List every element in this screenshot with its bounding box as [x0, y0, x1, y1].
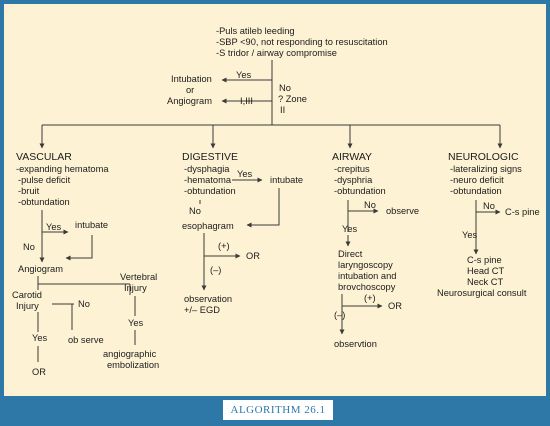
vascular-sign-4: -obtundation — [18, 197, 70, 207]
neurologic-sign-3: -obtundation — [450, 186, 502, 196]
airway-no-label: No — [364, 200, 376, 210]
vascular-intubate-return — [65, 235, 93, 261]
neurologic-result-3: Neck CT — [467, 277, 503, 287]
airway-direct-1: Direct — [338, 249, 363, 259]
airway-yes-label: Yes — [342, 224, 358, 234]
vascular-observe-label: ob serve — [68, 335, 104, 345]
airway-title: AIRWAY — [332, 151, 372, 163]
digestive-intubate-return — [246, 188, 280, 228]
top-criterion-1: -Puls atileb leeding — [216, 26, 295, 36]
or-label: or — [186, 85, 194, 95]
airway-sign-3: -obtundation — [334, 186, 386, 196]
carotid-or-label: OR — [32, 367, 46, 377]
zone-question-label: ? Zone — [278, 94, 307, 104]
top-criterion-3: -S tridor / airway compromise — [216, 48, 337, 58]
digestive-positive-label: (+) — [218, 241, 230, 251]
digestive-sign-3: -obtundation — [184, 186, 236, 196]
neurologic-result-4: Neurosurgical consult — [437, 288, 527, 298]
digestive-negative-label: (–) — [210, 265, 221, 275]
vertebral-label-2: Injury — [124, 283, 147, 293]
zone-ii-label: II — [280, 105, 285, 115]
vascular-sign-3: -bruit — [18, 186, 40, 196]
esophagram-label: esophagram — [182, 221, 234, 231]
top-yes-label: Yes — [236, 70, 252, 80]
vascular-sign-1: -expanding hematoma — [16, 164, 109, 174]
airway-observation-label: observtion — [334, 339, 377, 349]
neurologic-yes-label: Yes — [462, 230, 478, 240]
vascular-sign-2: -pulse deficit — [18, 175, 71, 185]
carotid-no-label: No — [78, 299, 90, 309]
intubation-label: Intubation — [171, 74, 212, 84]
angiogram-label: Angiogram — [167, 96, 212, 106]
observation-label: observation — [184, 294, 232, 304]
vascular-yes-label: Yes — [46, 222, 62, 232]
airway-sign-1: -crepitus — [334, 164, 370, 174]
top-no-label: No — [279, 83, 291, 93]
digestive-sign-2: -hematoma — [184, 175, 232, 185]
digestive-intubate-label: intubate — [270, 175, 303, 185]
diagram-panel — [4, 4, 546, 396]
neurologic-sign-1: -lateralizing signs — [450, 164, 522, 174]
top-criterion-2: -SBP <90, not responding to resuscitatio… — [216, 37, 388, 47]
digestive-yes-label: Yes — [237, 169, 253, 179]
digestive-sign-1: -dysphagia — [184, 164, 230, 174]
digestive-title: DIGESTIVE — [182, 151, 238, 163]
neurologic-no-label: No — [483, 201, 495, 211]
airway-direct-4: brovchoscopy — [338, 282, 396, 292]
vertebral-label-1: Vertebral — [120, 272, 157, 282]
egd-label: +/– EGD — [184, 305, 220, 315]
vascular-angiogram-label: Angiogram — [18, 264, 63, 274]
embolization-label-2: embolization — [107, 360, 159, 370]
digestive-or-label: OR — [246, 251, 260, 261]
zone-i-iii-label: I,III — [240, 96, 253, 106]
neurologic-sign-2: -neuro deficit — [450, 175, 504, 185]
neurologic-result-2: Head CT — [467, 266, 505, 276]
airway-direct-3: intubation and — [338, 271, 396, 281]
airway-sign-2: -dysphria — [334, 175, 373, 185]
vascular-title: VASCULAR — [16, 151, 72, 163]
algorithm-caption: ALGORITHM 26.1 — [222, 399, 334, 421]
airway-or-label: OR — [388, 301, 402, 311]
vascular-no-label: No — [23, 242, 35, 252]
vertebral-yes-label: Yes — [128, 318, 144, 328]
airway-positive-label: (+) — [364, 293, 376, 303]
digestive-no-label: No — [189, 206, 201, 216]
airway-observe-label: observe — [386, 206, 419, 216]
carotid-label-1: Carotid — [12, 290, 42, 300]
neurologic-cspine-label: C-s pine — [505, 207, 540, 217]
vascular-intubate-label: intubate — [75, 220, 108, 230]
airway-negative-label: (–) — [334, 310, 345, 320]
carotid-yes-label: Yes — [32, 333, 48, 343]
neurologic-result-1: C-s pine — [467, 255, 502, 265]
carotid-label-2: Injury — [16, 301, 39, 311]
neurologic-title: NEUROLOGIC — [448, 151, 519, 163]
airway-direct-2: laryngoscopy — [338, 260, 393, 270]
embolization-label-1: angiographic — [103, 349, 157, 359]
